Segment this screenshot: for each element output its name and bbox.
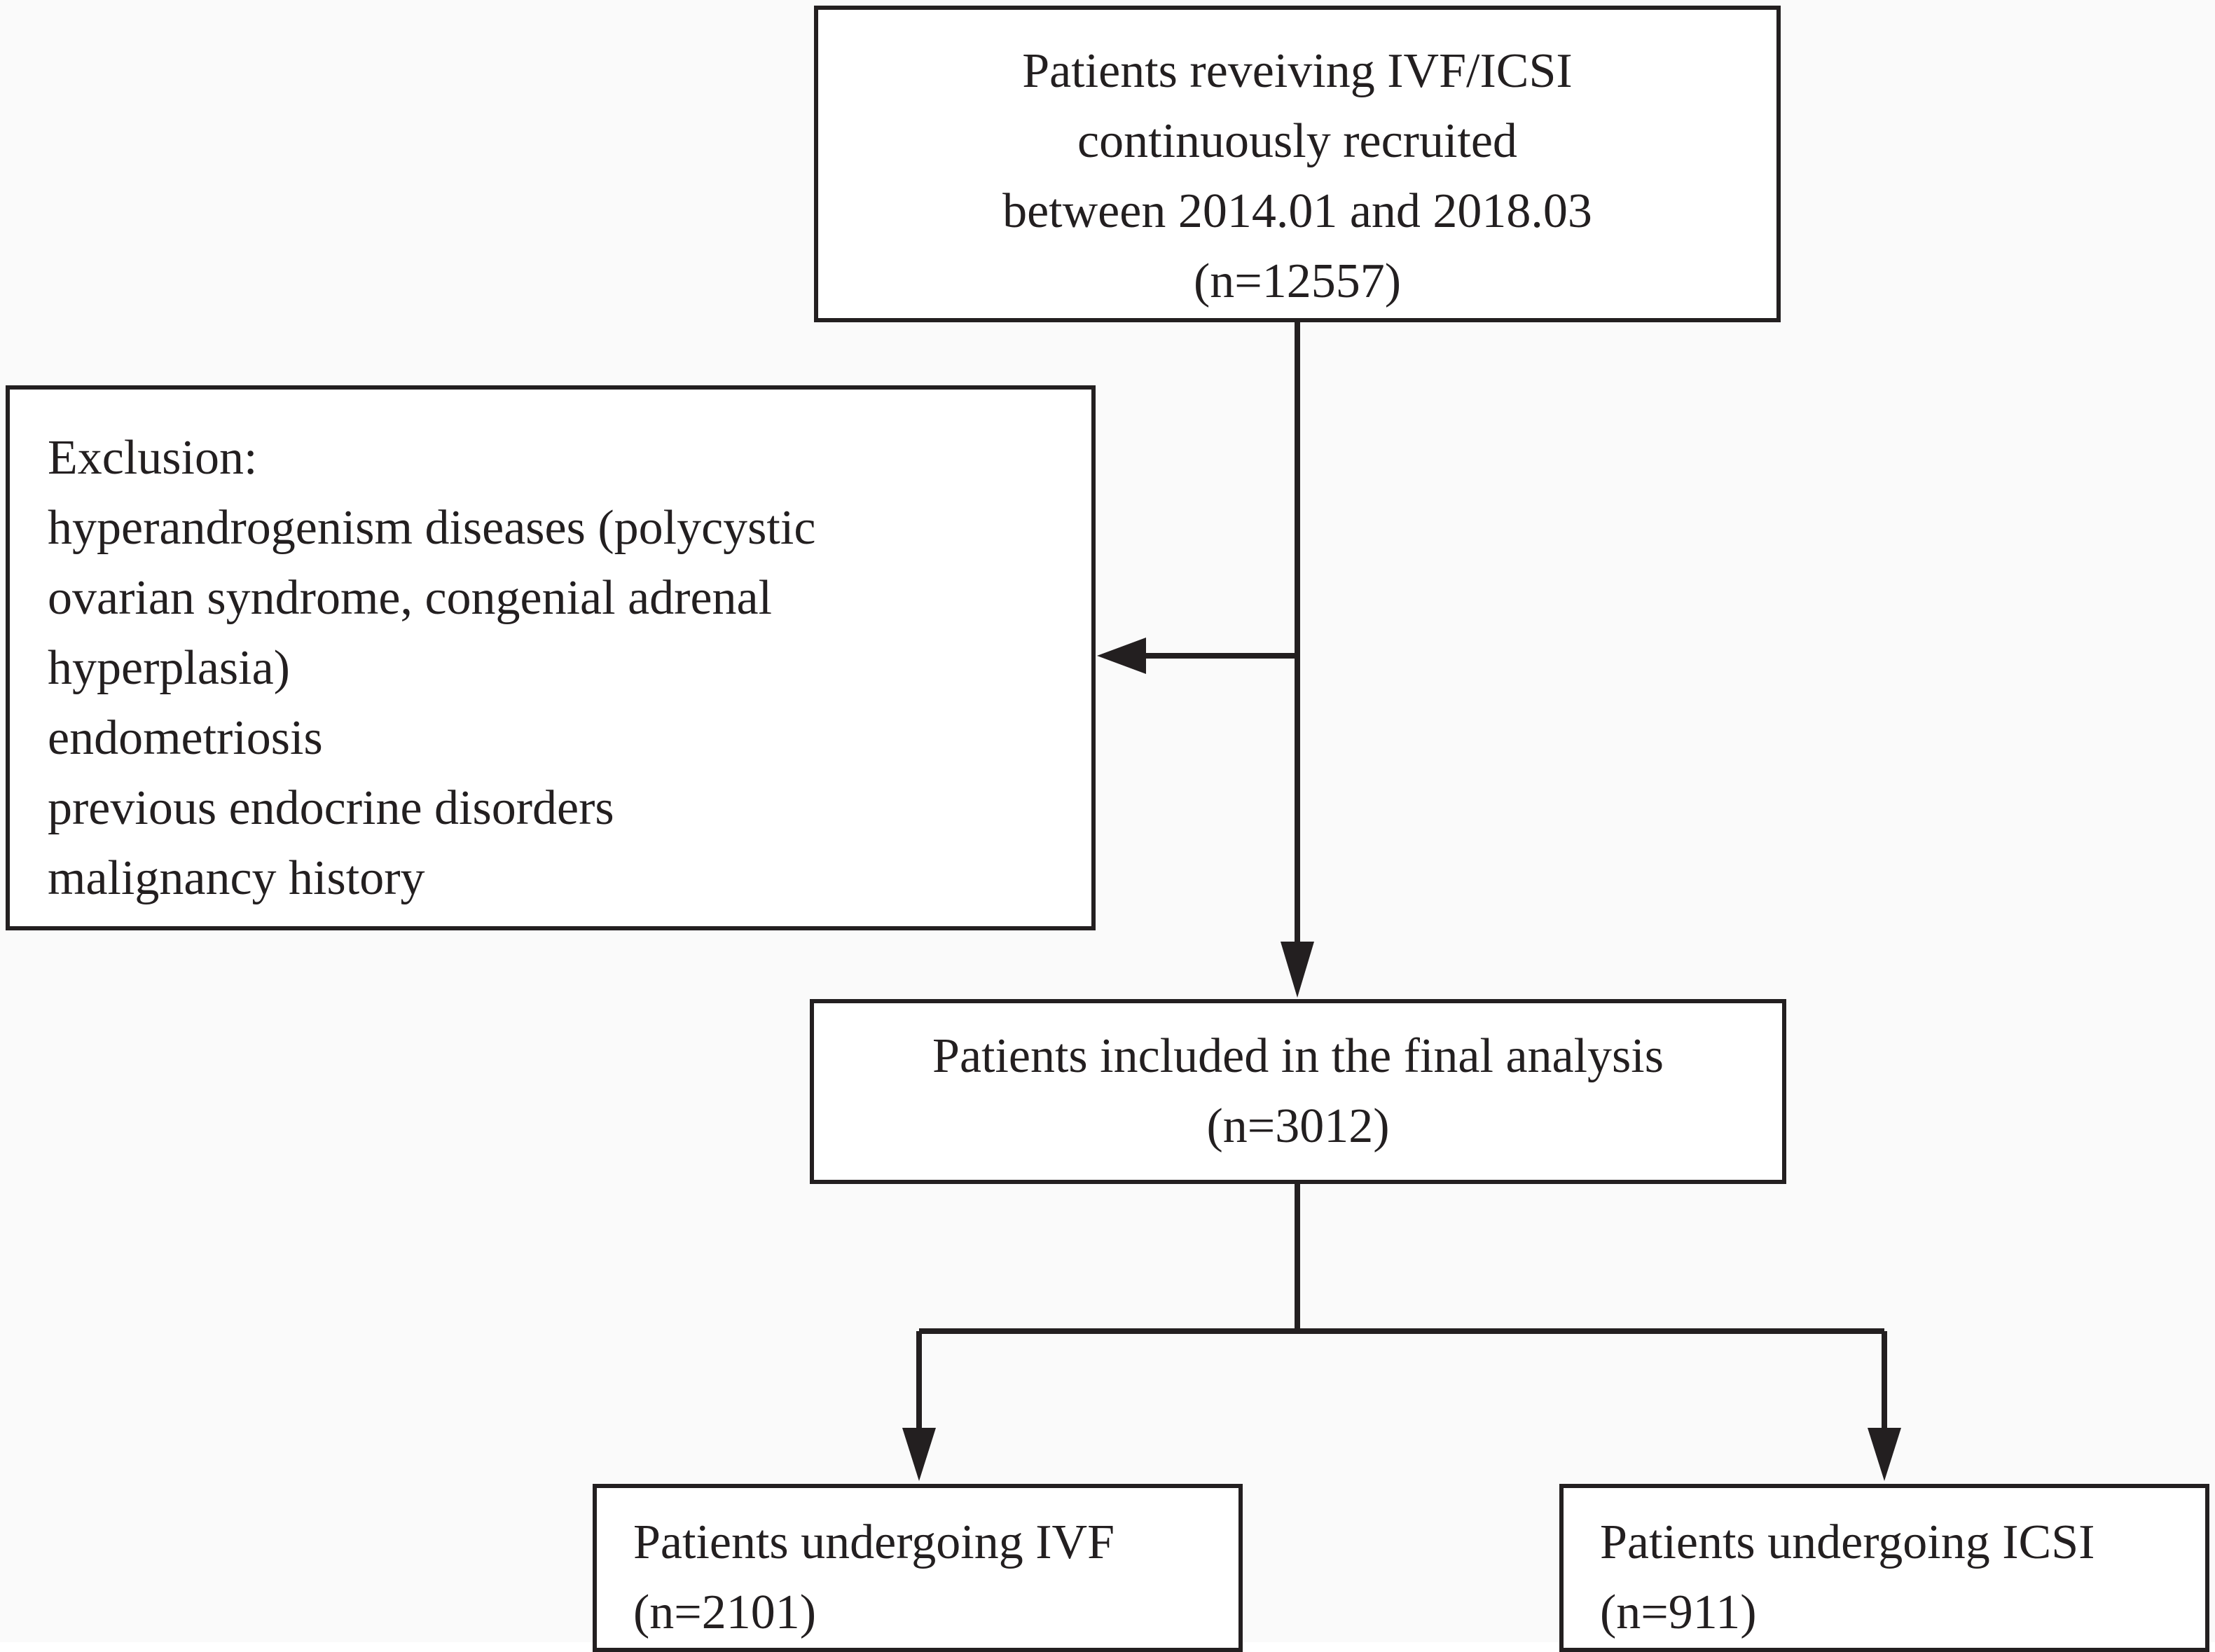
exclusion-line: hyperandrogenism diseases (polycystic [48, 501, 816, 555]
recruited-count: (n=12557) [1193, 254, 1402, 308]
recruited-line: continuously recruited [1077, 114, 1517, 168]
ivf-patients-box: Patients undergoing IVF (n=2101) [593, 1484, 1243, 1652]
exclusion-line: ovarian syndrome, congenial adrenal [48, 571, 773, 625]
icsi-count: (n=911) [1600, 1585, 1757, 1639]
exclusion-line: previous endocrine disorders [48, 781, 614, 835]
included-patients-box: Patients included in the final analysis … [810, 999, 1786, 1184]
ivf-label: Patients undergoing IVF [633, 1515, 1115, 1569]
recruited-line: Patients reveiving IVF/ICSI [1022, 44, 1573, 98]
arrowhead-to-included [1281, 942, 1314, 998]
arrowhead-to-ivf [902, 1428, 936, 1481]
exclusion-line: malignancy history [48, 851, 425, 905]
arrowhead-to-icsi [1868, 1428, 1901, 1481]
ivf-count: (n=2101) [633, 1585, 817, 1639]
icsi-patients-box: Patients undergoing ICSI (n=911) [1559, 1484, 2209, 1652]
recruited-line: between 2014.01 and 2018.03 [1002, 184, 1592, 238]
arrowhead-to-exclusion [1097, 638, 1146, 674]
exclusion-heading: Exclusion: [48, 431, 258, 485]
icsi-label: Patients undergoing ICSI [1600, 1515, 2095, 1569]
recruited-patients-box: Patients reveiving IVF/ICSI continuously… [814, 6, 1781, 322]
included-label: Patients included in the final analysis [932, 1029, 1664, 1083]
exclusion-line: hyperplasia) [48, 641, 290, 695]
exclusion-line: endometriosis [48, 711, 323, 765]
included-count: (n=3012) [1206, 1099, 1390, 1153]
exclusion-criteria-box: Exclusion: hyperandrogenism diseases (po… [6, 385, 1096, 930]
